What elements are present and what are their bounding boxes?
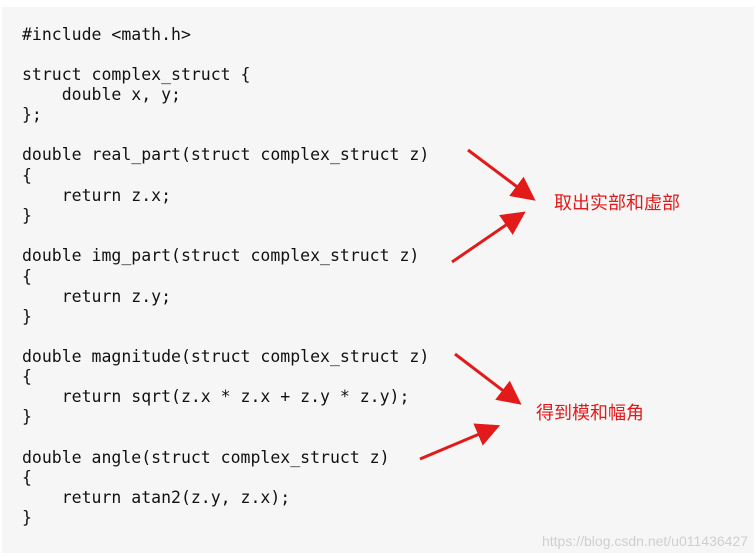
arrow-img-part: [451, 211, 526, 264]
code-line: return z.x;: [22, 186, 172, 205]
code-line: double real_part(struct complex_struct z…: [22, 145, 430, 164]
code-line: {: [22, 367, 32, 386]
annotation-magnitude-angle: 得到模和幅角: [536, 403, 644, 424]
code-line: return z.y;: [22, 287, 172, 306]
code-line: };: [22, 105, 42, 124]
arrow-real-part: [467, 148, 536, 201]
code-line: double angle(struct complex_struct z): [22, 448, 390, 467]
annotation-real-imag: 取出实部和虚部: [554, 193, 680, 214]
arrow-angle: [419, 423, 501, 461]
code-line: {: [22, 468, 32, 487]
code-line: double magnitude(struct complex_struct z…: [22, 347, 430, 366]
code-line: {: [22, 267, 32, 286]
code-line: }: [22, 206, 32, 225]
code-block: [2, 7, 754, 553]
code-line: double x, y;: [22, 85, 181, 104]
code-line: }: [22, 307, 32, 326]
code-line: #include <math.h>: [22, 25, 191, 44]
code-line: return sqrt(z.x * z.x + z.y * z.y);: [22, 387, 410, 406]
watermark: https://blog.csdn.net/u011436427: [541, 533, 748, 549]
arrow-magnitude: [454, 352, 522, 405]
code-line: }: [22, 508, 32, 527]
code-line: double img_part(struct complex_struct z): [22, 246, 420, 265]
code-line: }: [22, 407, 32, 426]
code-line: struct complex_struct {: [22, 65, 251, 84]
code-line: return atan2(z.y, z.x);: [22, 488, 291, 507]
code-line: {: [22, 166, 32, 185]
